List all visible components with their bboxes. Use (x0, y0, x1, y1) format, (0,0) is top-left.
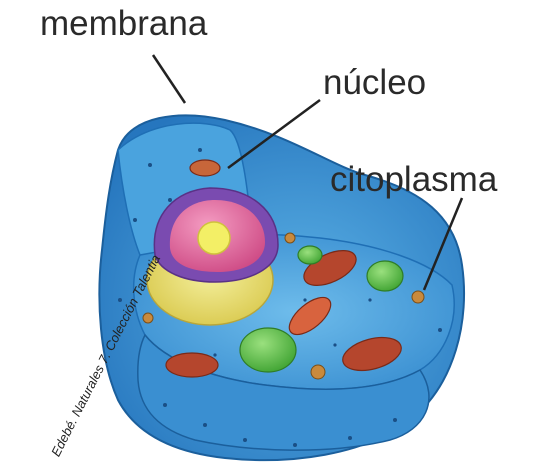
nucleus (147, 188, 278, 325)
nucleus-label: núcleo (323, 65, 426, 100)
membrane-label: membrana (40, 6, 207, 41)
membrane-pointer (153, 55, 185, 103)
cytoplasm-label: citoplasma (330, 162, 497, 197)
